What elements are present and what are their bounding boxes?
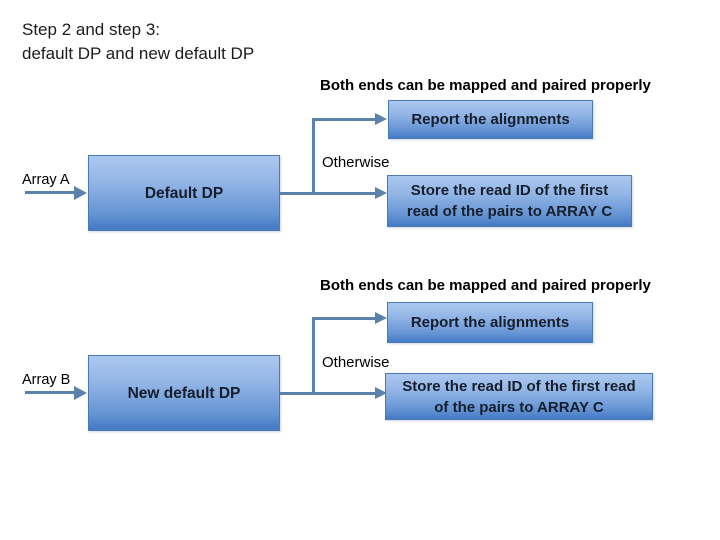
store-readid-box: Store the read ID of the first read of t… <box>385 373 653 420</box>
otherwise-label: Otherwise <box>322 154 390 171</box>
report-alignments-box: Report the alignments <box>388 100 593 139</box>
connector-horizontal-report <box>314 317 375 320</box>
report-alignments-box: Report the alignments <box>387 302 593 343</box>
new-default-dp-box: New default DP <box>88 355 280 431</box>
store-readid-line-1: Store the read ID of the first read <box>402 377 636 395</box>
condition-both-ends-label: Both ends can be mapped and paired prope… <box>320 277 651 294</box>
connector-arrowhead-store-icon <box>375 187 387 199</box>
connector-horizontal-main <box>280 192 375 195</box>
report-alignments-label: Report the alignments <box>411 111 570 128</box>
condition-both-ends-label: Both ends can be mapped and paired prope… <box>320 77 651 94</box>
connector-horizontal-report <box>314 118 375 121</box>
default-dp-label: Default DP <box>144 184 224 202</box>
page-title-line-1: Step 2 and step 3: <box>22 20 160 39</box>
report-alignments-label: Report the alignments <box>410 314 570 331</box>
default-dp-box: Default DP <box>88 155 280 231</box>
otherwise-label: Otherwise <box>322 354 390 371</box>
store-readid-line-1: Store the read ID of the first <box>410 182 609 199</box>
store-readid-line-2: read of the pairs to ARRAY C <box>406 203 613 220</box>
input-arrow-shaft <box>25 391 76 394</box>
input-arrow-shaft <box>25 191 76 194</box>
connector-vertical-riser <box>312 317 315 394</box>
input-arrowhead-icon <box>74 386 87 400</box>
connector-arrowhead-report-icon <box>375 113 387 125</box>
input-array-a-label: Array A <box>22 172 70 188</box>
input-array-b-label: Array B <box>22 372 71 388</box>
store-readid-box: Store the read ID of the first read of t… <box>387 175 632 227</box>
connector-arrowhead-store-icon <box>375 387 387 399</box>
store-readid-line-2: of the pairs to ARRAY C <box>434 398 604 416</box>
input-arrowhead-icon <box>74 186 87 200</box>
page-title-line-2: default DP and new default DP <box>22 44 255 63</box>
connector-horizontal-main <box>280 392 375 395</box>
connector-vertical-riser <box>312 118 315 195</box>
new-default-dp-label: New default DP <box>127 384 241 402</box>
connector-arrowhead-report-icon <box>375 312 387 324</box>
